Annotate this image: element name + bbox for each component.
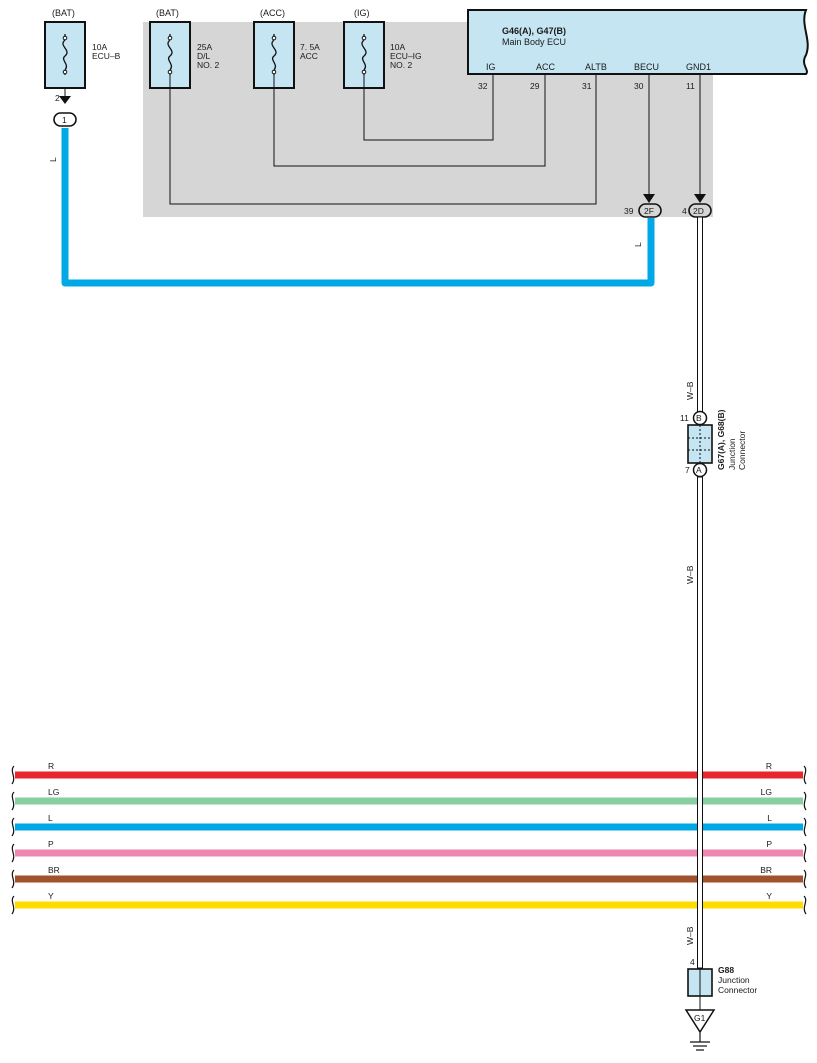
gnd-pin-number: 4 (682, 206, 687, 216)
fuse-symbol-icon (62, 34, 68, 75)
ground-icon (690, 1032, 710, 1051)
connector-arrows (59, 96, 706, 203)
fuse-acc-source: (ACC) (260, 8, 285, 18)
ecu-subtitle: Main Body ECU (502, 37, 566, 47)
bus-wire-label-right: Y (766, 891, 772, 901)
fuse-dl-no2: (BAT) 25A D/L NO. 2 (149, 8, 219, 89)
fuse-symbol-icon (271, 34, 277, 75)
connector-2d-label: 2D (693, 206, 704, 216)
wire-break-icon (11, 791, 15, 811)
wire-break-icon (803, 817, 807, 837)
fuse-acc-name: ACC (300, 51, 318, 61)
bus-wire-label-left: Y (48, 891, 54, 901)
wire-label-gnd-lower: W–B (685, 926, 695, 945)
fuse-ecu-ig-name-1: ECU–IG (390, 51, 422, 61)
junction-connector-g67-g68: 11 B 7 A G67(A), G68(B) Junction Connect… (680, 409, 747, 478)
bus-wire-label-left: P (48, 839, 54, 849)
connector-1: 1 (53, 112, 77, 127)
bus-wire-label-right: L (767, 813, 772, 823)
bus-wire-label-left: R (48, 761, 54, 771)
bus-wire-label-right: LG (761, 787, 772, 797)
fuse-acc: (ACC) 7. 5A ACC (253, 8, 320, 89)
fuse-dl-no2-name-2: NO. 2 (197, 60, 219, 70)
wire-label-gnd-upper: W–B (685, 381, 695, 400)
ecu-pin-ig-number: 32 (478, 81, 488, 91)
fuse-symbol-icon (167, 34, 173, 75)
junction1-pin-top: 11 (680, 413, 689, 423)
wire-break-icon (11, 817, 15, 837)
wire-break-icon (803, 869, 807, 889)
ecu-pin-altb-name: ALTB (585, 62, 607, 72)
ecu-pin-becu-number: 30 (634, 81, 644, 91)
fuse-ecu-b: (BAT) 10A ECU–B (44, 8, 121, 89)
wire-label-ecu-b: L (48, 157, 58, 162)
main-body-ecu: G46(A), G47(B) Main Body ECU IG ACC ALTB… (467, 9, 809, 91)
bus-wire-label-left: L (48, 813, 53, 823)
wire-acc (273, 75, 546, 167)
bus-wire-label-right: BR (760, 865, 772, 875)
fuse-ecu-b-source: (BAT) (52, 8, 75, 18)
fuse-dl-no2-name-1: D/L (197, 51, 211, 61)
wire-break-icon (11, 895, 15, 915)
wire-l-ecu-b (61, 128, 655, 287)
wire-label-gnd-middle: W–B (685, 565, 695, 584)
wire-break-icon (11, 765, 15, 785)
fuse-dl-no2-rating: 25A (197, 42, 212, 52)
internal-wires (169, 75, 701, 205)
connector-2d: 2D (688, 203, 712, 218)
junction1-conn-bottom: A (696, 465, 702, 475)
ecu-pin-altb-number: 31 (582, 81, 592, 91)
fuse-ecu-b-rating: 10A (92, 42, 107, 52)
wire-w-b (697, 216, 703, 969)
fuse-ecu-ig-source: (IG) (354, 8, 370, 18)
junction1-title: G67(A), G68(B) (716, 409, 726, 470)
ground-g1: G1 (684, 996, 716, 1051)
ecu-pin-acc-name: ACC (536, 62, 556, 72)
fuse-acc-rating: 7. 5A (300, 42, 320, 52)
wire-altb (169, 75, 597, 205)
arrow-down-icon (643, 194, 655, 203)
wire-ig (363, 75, 494, 141)
wire-break-icon (11, 843, 15, 863)
wire-break-icon (803, 765, 807, 785)
bus-wire-label-left: LG (48, 787, 59, 797)
wire-label-becu: L (633, 242, 643, 247)
ecu-pin-gnd1-name: GND1 (686, 62, 711, 72)
ecu-pin-becu-name: BECU (634, 62, 659, 72)
junction1-subtitle-2: Connector (737, 431, 747, 470)
bus-wire-label-left: BR (48, 865, 60, 875)
wire-break-icon (803, 791, 807, 811)
bus-wire-label-right: P (766, 839, 772, 849)
wire-break-icon (11, 869, 15, 889)
ground-label: G1 (694, 1013, 706, 1023)
junction2-title: G88 (718, 965, 734, 975)
becu-pin-number: 39 (624, 206, 634, 216)
wire-break-icon (803, 843, 807, 863)
ecu-pin-acc-number: 29 (530, 81, 540, 91)
wire-break-icon (803, 895, 807, 915)
junction1-conn-top: B (696, 413, 702, 423)
junction1-subtitle-1: Junction (727, 438, 737, 470)
fuse-ecu-ig-name-2: NO. 2 (390, 60, 412, 70)
arrow-down-icon (694, 194, 706, 203)
fuse-symbol-icon (361, 34, 367, 75)
connector-2f-label: 2F (644, 206, 654, 216)
fuse-ecu-ig-rating: 10A (390, 42, 405, 52)
fuse-dl-no2-source: (BAT) (156, 8, 179, 18)
ecu-pin-ig-name: IG (486, 62, 496, 72)
fuse-ecu-b-name: ECU–B (92, 51, 121, 61)
arrow-down-icon (59, 96, 71, 104)
ecu-b-pin-number: 2 (55, 93, 60, 103)
connector-2f: 2F (638, 203, 662, 218)
bus-wire-label-right: R (766, 761, 772, 771)
junction2-pin: 4 (690, 957, 695, 967)
junction1-pin-bottom: 7 (685, 465, 690, 475)
ecu-pin-gnd1-number: 11 (686, 81, 695, 91)
bus-wires: R R LG LG L L P P BR BR Y Y (11, 761, 807, 915)
connector-1-label: 1 (62, 115, 67, 125)
ecu-title: G46(A), G47(B) (502, 26, 566, 36)
junction2-subtitle-2: Connector (718, 985, 757, 995)
junction2-subtitle-1: Junction (718, 975, 750, 985)
